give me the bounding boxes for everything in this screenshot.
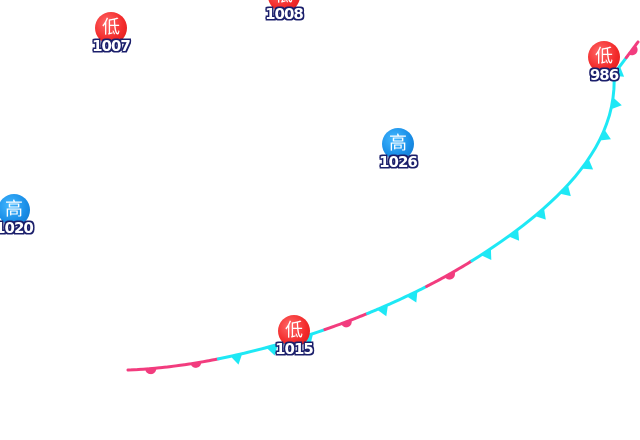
pressure-label: 1020 — [0, 219, 34, 237]
cold-front-triangle — [508, 229, 520, 241]
low-pressure-center-1008[interactable]: 低 1008 — [254, 0, 314, 32]
warm-front-semicircle — [341, 319, 352, 328]
pressure-label: 1026 — [379, 153, 418, 171]
cold-front-segment — [366, 284, 429, 315]
warm-front-segment — [425, 259, 474, 288]
cold-front-triangle — [581, 158, 594, 170]
low-pressure-center-986[interactable]: 低 986 — [574, 41, 634, 93]
cold-front-triangle — [599, 129, 611, 141]
warm-front-semicircle — [444, 271, 456, 280]
low-pressure-icon: 低 — [95, 12, 127, 44]
cold-front-triangle — [612, 66, 625, 77]
pressure-label: 986 — [589, 66, 619, 84]
warm-front-segment — [126, 357, 220, 372]
low-pressure-center-1007[interactable]: 低 1007 — [81, 12, 141, 64]
low-pressure-icon: 低 — [588, 41, 620, 73]
cold-front-triangle — [534, 208, 546, 220]
cold-front-triangle — [406, 291, 418, 303]
warm-front-segment — [323, 312, 369, 332]
pressure-label: 1007 — [92, 37, 131, 55]
low-pressure-center-1015[interactable]: 低 1015 — [264, 315, 324, 367]
high-pressure-center-1020[interactable]: 高 1020 — [0, 194, 44, 246]
cold-front-segment — [470, 56, 628, 263]
low-pressure-icon: 低 — [268, 0, 300, 12]
cold-front-triangle — [266, 344, 278, 356]
warm-front-semicircle — [145, 368, 157, 375]
cold-front-triangle — [611, 97, 622, 110]
cold-front-triangle — [559, 185, 571, 197]
cold-front-triangle — [480, 248, 492, 260]
low-pressure-icon: 低 — [278, 315, 310, 347]
cold-front-triangle — [230, 353, 243, 365]
high-pressure-center-1026[interactable]: 高 1026 — [368, 128, 428, 180]
pressure-label: 1015 — [275, 340, 314, 358]
high-pressure-icon: 高 — [0, 194, 30, 226]
pressure-label: 1008 — [265, 5, 304, 23]
warm-front-semicircle — [190, 362, 202, 368]
cold-front-triangle — [376, 304, 388, 317]
warm-front-segment — [624, 40, 640, 60]
high-pressure-icon: 高 — [382, 128, 414, 160]
warm-front-semicircle — [628, 45, 638, 56]
